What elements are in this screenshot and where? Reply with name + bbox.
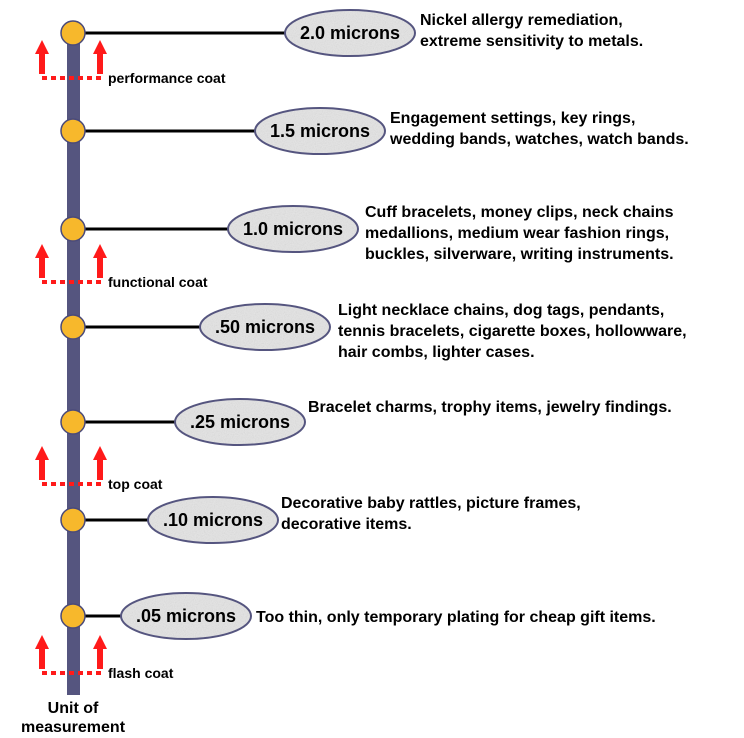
coat-label: top coat bbox=[108, 476, 163, 492]
thickness-label: .50 microns bbox=[215, 317, 315, 337]
ellipse-texture bbox=[256, 109, 384, 153]
usage-description-line: medallions, medium wear fashion rings, bbox=[365, 225, 669, 242]
arrow-head-icon bbox=[93, 244, 107, 258]
level-node-icon bbox=[60, 216, 86, 242]
ellipse-texture bbox=[201, 305, 329, 349]
usage-description-line: Nickel allergy remediation, bbox=[420, 12, 623, 29]
ellipse-texture bbox=[286, 11, 414, 55]
usage-description-line: Light necklace chains, dog tags, pendant… bbox=[338, 302, 664, 319]
usage-description-line: extreme sensitivity to metals. bbox=[420, 33, 643, 50]
arrow-head-icon bbox=[35, 446, 49, 460]
level-node-icon bbox=[60, 20, 86, 46]
ellipse-texture bbox=[229, 207, 357, 251]
arrow-up-icon bbox=[39, 54, 45, 74]
thickness-level: .50 microns Light necklace chains, dog ta… bbox=[60, 302, 687, 361]
arrow-head-icon bbox=[93, 446, 107, 460]
coat-label: functional coat bbox=[108, 274, 208, 290]
usage-description-line: hair combs, lighter cases. bbox=[338, 344, 535, 361]
ellipse-texture bbox=[176, 400, 304, 444]
usage-description-line: decorative items. bbox=[281, 516, 412, 533]
thickness-label: .10 microns bbox=[163, 510, 263, 530]
ellipse-texture bbox=[122, 594, 250, 638]
thickness-level: 1.5 microns Engagement settings, key ring… bbox=[60, 107, 689, 155]
thickness-label: 2.0 microns bbox=[300, 23, 400, 43]
level-node-icon bbox=[60, 409, 86, 435]
coat-marker: top coat bbox=[35, 446, 163, 492]
level-node-icon bbox=[60, 507, 86, 533]
arrow-up-icon bbox=[39, 258, 45, 278]
coat-label: performance coat bbox=[108, 70, 226, 86]
ellipse-texture bbox=[149, 498, 277, 542]
thickness-level: .10 microns Decorative baby rattles, pict… bbox=[60, 495, 581, 544]
arrow-up-icon bbox=[39, 460, 45, 480]
arrow-up-icon bbox=[97, 258, 103, 278]
arrow-head-icon bbox=[35, 244, 49, 258]
arrow-head-icon bbox=[93, 635, 107, 649]
arrow-up-icon bbox=[39, 649, 45, 669]
usage-description-line: Bracelet charms, trophy items, jewelry f… bbox=[308, 399, 672, 416]
coat-marker: functional coat bbox=[35, 244, 208, 290]
usage-description-line: Too thin, only temporary plating for che… bbox=[256, 609, 656, 626]
coat-marker: flash coat bbox=[35, 635, 174, 681]
arrow-head-icon bbox=[35, 635, 49, 649]
usage-description-line: Cuff bracelets, money clips, neck chains bbox=[365, 204, 674, 221]
level-node-icon bbox=[60, 603, 86, 629]
axis-label-line-1: Unit of bbox=[48, 700, 99, 717]
usage-description-line: wedding bands, watches, watch bands. bbox=[389, 131, 689, 148]
arrow-up-icon bbox=[97, 649, 103, 669]
arrow-up-icon bbox=[97, 460, 103, 480]
usage-description-line: Decorative baby rattles, picture frames, bbox=[281, 495, 581, 512]
level-node-icon bbox=[60, 314, 86, 340]
usage-description-line: tennis bracelets, cigarette boxes, hollo… bbox=[338, 323, 687, 340]
arrow-head-icon bbox=[93, 40, 107, 54]
thickness-level: .05 microns Too thin, only temporary plat… bbox=[60, 592, 656, 640]
thickness-label: 1.0 microns bbox=[243, 219, 343, 239]
arrow-head-icon bbox=[35, 40, 49, 54]
level-node-icon bbox=[60, 118, 86, 144]
thickness-label: .05 microns bbox=[136, 606, 236, 626]
thickness-label: .25 microns bbox=[190, 412, 290, 432]
coat-label: flash coat bbox=[108, 665, 174, 681]
usage-description-line: Engagement settings, key rings, bbox=[390, 110, 635, 127]
thickness-level: 2.0 microns Nickel allergy remediation, ex… bbox=[60, 9, 643, 57]
thickness-level: .25 microns Bracelet charms, trophy items… bbox=[60, 398, 672, 446]
thickness-level: 1.0 microns Cuff bracelets, money clips, … bbox=[60, 204, 674, 263]
axis-label-line-2: measurement bbox=[21, 719, 126, 736]
usage-description-line: buckles, silverware, writing instruments… bbox=[365, 246, 674, 263]
arrow-up-icon bbox=[97, 54, 103, 74]
thickness-label: 1.5 microns bbox=[270, 121, 370, 141]
coat-marker: performance coat bbox=[35, 40, 226, 86]
